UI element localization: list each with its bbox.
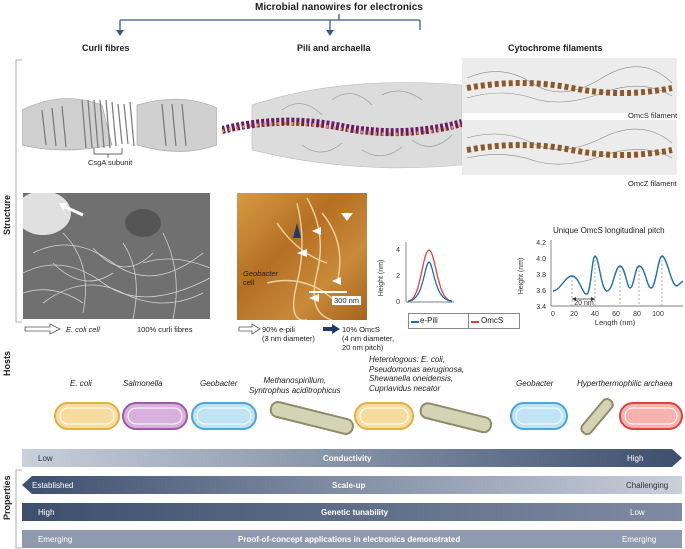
- host-cell-archaea-rod: [580, 397, 614, 436]
- host-label-salmonella: Salmonella: [123, 379, 163, 388]
- legend-swatch-omcs: [471, 321, 479, 323]
- conductivity-bar: [22, 449, 682, 467]
- curli-legend-cell: E. coli cell: [66, 325, 100, 334]
- tunability-title: Genetic tunability: [321, 508, 389, 517]
- pitch-chart-title: Unique OmcS longitudinal pitch: [553, 226, 665, 235]
- pili-legend-solid-arrow: [323, 324, 340, 334]
- omcs-pitch-curve: [552, 255, 684, 295]
- column-title-cytochrome: Cytochrome filaments: [508, 43, 603, 53]
- curli-legend-fibres: 100% curli fibres: [137, 325, 193, 334]
- pitch-xtick-80: 80: [633, 311, 641, 318]
- legend-label-epili: e-Pili: [420, 316, 438, 325]
- pili-archaella-structure-image: [222, 82, 462, 169]
- legend-swatch-epili: [411, 321, 419, 323]
- height-tick-2: 2: [396, 273, 400, 280]
- pili-legend-b-line2: (4 nm diameter,: [342, 334, 395, 343]
- curli-em-micrograph: [23, 193, 210, 319]
- omcs-filament-label: OmcS filament: [628, 111, 678, 120]
- conductivity-right: High: [627, 454, 644, 463]
- cytochrome-filaments-image: [462, 58, 677, 175]
- applications-right: Emerging: [622, 535, 657, 544]
- host-label-methanospirillum: Methanospirillum, Syntrophus aciditrophi…: [249, 376, 341, 395]
- pitch-xtick-100: 100: [652, 311, 664, 318]
- height-chart-ylabel: Height (nm): [378, 260, 385, 297]
- host-cell-geobacter-2: [510, 402, 568, 430]
- scaleup-left: Established: [32, 481, 74, 490]
- height-chart-legend: e-Pili: [408, 313, 470, 329]
- pitch-chart-ylabel: Height (nm): [518, 258, 525, 295]
- afm-scale-bar-label: 300 nm: [332, 296, 362, 305]
- pitch-ytick-3: 4.0: [536, 256, 546, 263]
- property-bars: [22, 449, 682, 548]
- pitch-ytick-1: 3.6: [536, 288, 546, 295]
- pitch-annotation: 20 nm: [574, 300, 594, 307]
- pili-legend-b-line3: 20 nm pitch): [342, 343, 384, 352]
- pitch-profile-chart: Height (nm) 3.4 3.6 3.8 4.0 4.2 0 20 40 …: [518, 240, 684, 326]
- host-cell-heterologous-rod: [419, 402, 493, 434]
- host-cell-salmonella: [122, 402, 188, 430]
- pitch-xtick-20: 20: [570, 311, 578, 318]
- pili-legend-a-line2: (3 nm diameter): [262, 334, 315, 343]
- height-chart-legend-2: OmcS: [468, 313, 520, 329]
- pitch-chart-xlabel: Length (nm): [595, 318, 636, 326]
- tunability-bar: [22, 503, 682, 521]
- pili-legend-b-line1: 10% OmcS: [342, 325, 380, 334]
- host-label-ecoli: E. coli: [70, 379, 92, 388]
- applications-title: Proof-of-concept applications in electro…: [238, 535, 461, 544]
- pitch-ytick-0: 3.4: [536, 304, 546, 311]
- pitch-ytick-2: 3.8: [536, 272, 546, 279]
- conductivity-title: Conductivity: [323, 454, 372, 463]
- applications-left: Emerging: [38, 535, 73, 544]
- curli-fibre-structure-image: [22, 98, 217, 158]
- host-label-heterologous: Heterologous: E. coli, Pseudomonas aerug…: [369, 355, 465, 393]
- pitch-xtick-40: 40: [591, 311, 599, 318]
- host-cell-heterologous-ecoli: [354, 402, 414, 430]
- scaleup-title: Scale-up: [332, 481, 366, 490]
- side-label-hosts: Hosts: [2, 350, 12, 376]
- height-tick-0: 0: [396, 299, 400, 306]
- applications-bar: [22, 530, 682, 548]
- tunability-left: High: [38, 508, 55, 517]
- branch-arrows: [116, 14, 421, 36]
- host-cell-geobacter-1: [191, 402, 257, 430]
- omcs-height-curve: [407, 249, 453, 302]
- height-profile-chart: Height (nm) 0 2 4: [378, 242, 454, 306]
- pitch-xtick-0: 0: [551, 311, 555, 318]
- host-cell-ecoli: [54, 402, 120, 430]
- epili-height-curve: [407, 261, 453, 302]
- conductivity-left: Low: [38, 454, 53, 463]
- tunability-right: Low: [630, 508, 645, 517]
- side-label-structure: Structure: [2, 194, 12, 235]
- csga-subunit-label: CsgA subunit: [88, 158, 133, 167]
- column-title-pili: Pili and archaella: [297, 43, 371, 53]
- legend-label-omcs: OmcS: [481, 316, 504, 325]
- scaleup-bar: [22, 476, 682, 494]
- pili-legend-open-arrow: [238, 323, 261, 335]
- omcz-filament-label: OmcZ filament: [628, 179, 677, 188]
- host-label-geobacter-2: Geobacter: [516, 379, 554, 388]
- side-brackets: [15, 59, 22, 549]
- host-cell-archaea: [619, 402, 683, 430]
- scaleup-right: Challenging: [626, 481, 669, 490]
- host-cells: [54, 397, 683, 436]
- height-tick-4: 4: [396, 247, 400, 254]
- host-cell-methanospirillum: [269, 401, 354, 435]
- pitch-ytick-4: 4.2: [536, 240, 546, 247]
- page-title: Microbial nanowires for electronics: [255, 2, 423, 13]
- column-title-curli: Curli fibres: [82, 43, 130, 53]
- curli-legend-open-arrow: [24, 323, 61, 335]
- host-label-archaea: Hyperthermophilic archaea: [577, 379, 673, 388]
- pitch-xtick-60: 60: [612, 311, 620, 318]
- afm-cell-label-1: Geobacter: [243, 269, 279, 278]
- pili-legend-a-line1: 90% e-pili: [262, 325, 295, 334]
- side-label-properties: Properties: [2, 475, 12, 520]
- afm-cell-label-2: cell: [243, 278, 255, 287]
- host-label-geobacter-1: Geobacter: [200, 379, 238, 388]
